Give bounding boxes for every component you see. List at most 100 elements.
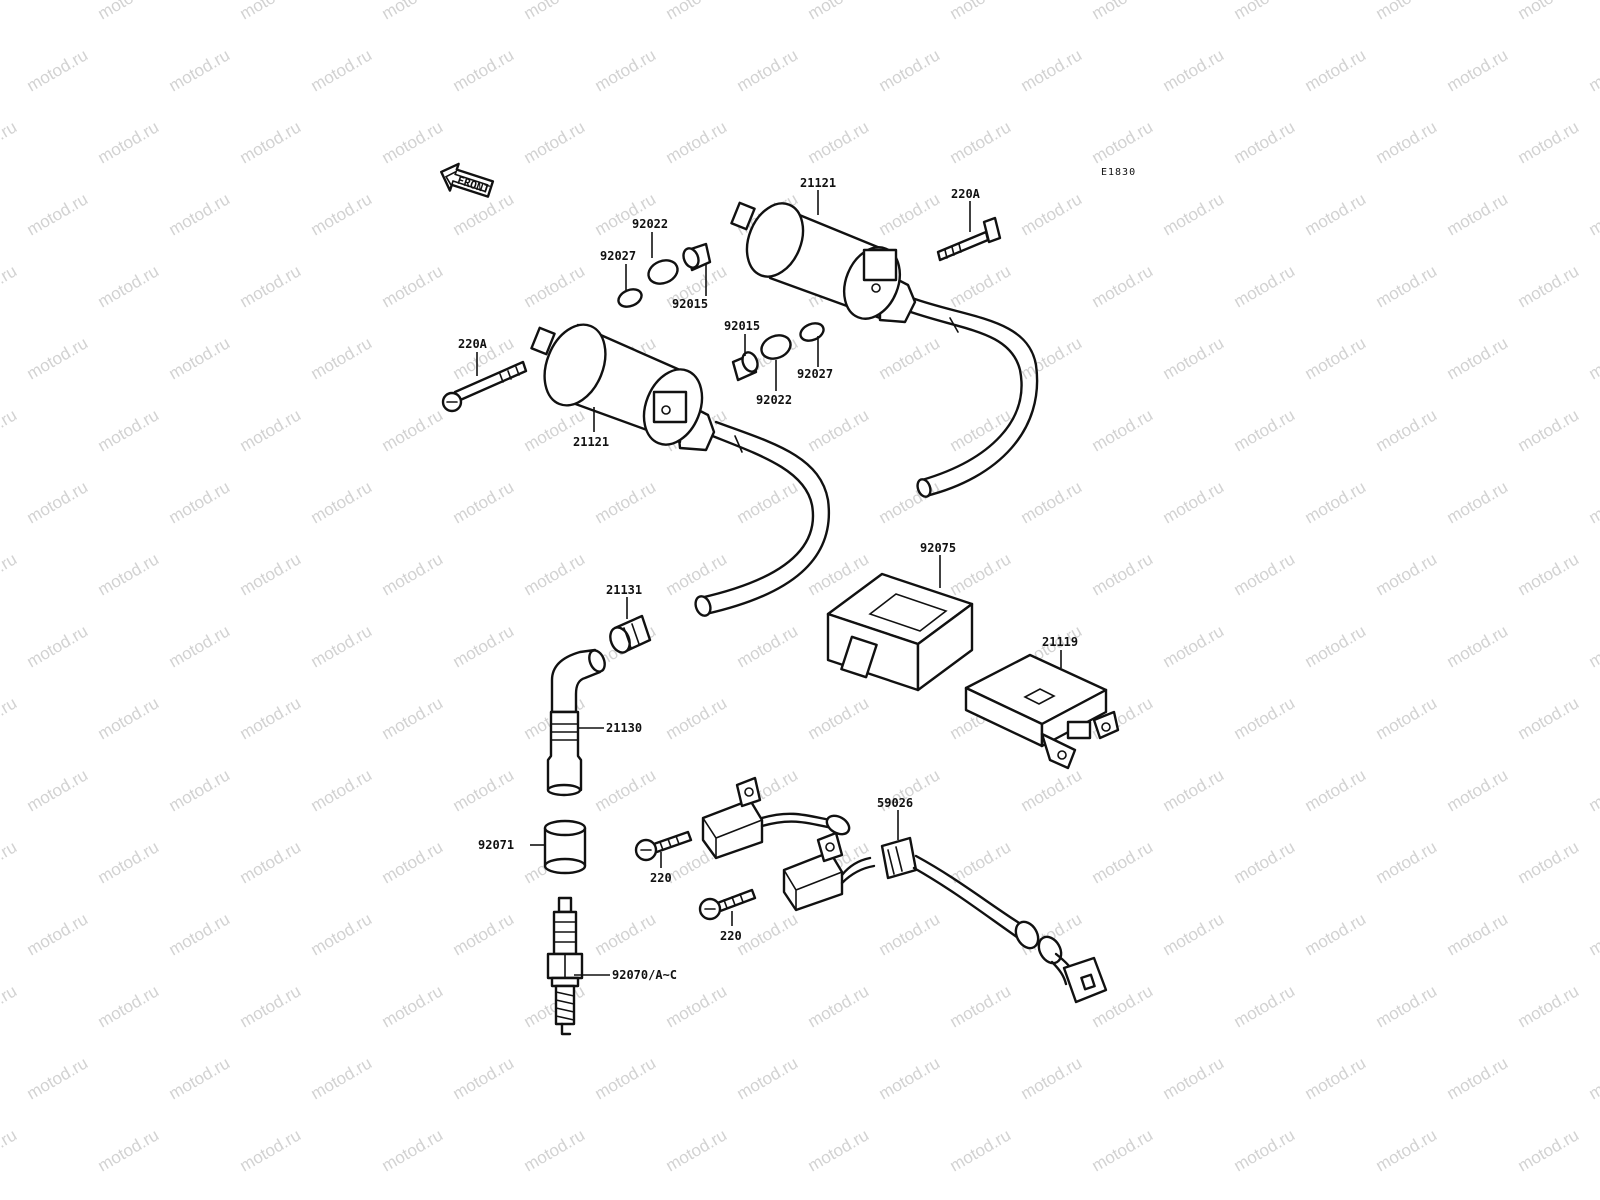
- watermark-text: motod.ru: [308, 477, 376, 527]
- watermark-text: motod.ru: [947, 981, 1015, 1031]
- watermark-text: motod.ru: [166, 333, 234, 383]
- watermark-text: motod.ru: [521, 981, 589, 1031]
- collar-92027-top: [617, 288, 643, 308]
- watermark-text: motod.ru: [379, 405, 447, 455]
- watermark-text: motod.ru: [663, 0, 731, 23]
- watermark-text: motod.ru: [237, 117, 305, 167]
- callout-92022-mid: 92022: [756, 393, 792, 407]
- callout-92015-top: 92015: [672, 297, 708, 311]
- watermark-text: motod.ru: [805, 693, 873, 743]
- watermark-text: motod.ru: [1586, 189, 1600, 239]
- plug-cap-21130: [546, 648, 606, 797]
- watermark-text: motod.ru: [663, 1125, 731, 1175]
- watermark-text: motod.ru: [1302, 333, 1370, 383]
- watermark-text: motod.ru: [734, 909, 802, 959]
- watermark-text: motod.ru: [734, 621, 802, 671]
- bolt-220a-left: [441, 360, 528, 413]
- watermark-text: motod.ru: [450, 765, 518, 815]
- watermark-text: motod.ru: [734, 45, 802, 95]
- watermark-text: motod.ru: [663, 117, 731, 167]
- watermark-text: motod.ru: [592, 477, 660, 527]
- watermark-text: motod.ru: [237, 693, 305, 743]
- watermark-text: motod.ru: [1089, 549, 1157, 599]
- callout-21121-left: 21121: [573, 435, 609, 449]
- watermark-text: motod.ru: [1444, 477, 1512, 527]
- watermark-text: motod.ru: [1160, 477, 1228, 527]
- watermark-text: motod.ru: [379, 837, 447, 887]
- callout-92070: 92070/A~C: [612, 968, 677, 982]
- watermark-text: motod.ru: [947, 0, 1015, 23]
- watermark-text: motod.ru: [1160, 189, 1228, 239]
- watermark-text: motod.ru: [95, 1125, 163, 1175]
- watermark-text: motod.ru: [450, 1053, 518, 1103]
- callout-92027-top: 92027: [600, 249, 636, 263]
- watermark-text: motod.ru: [166, 1053, 234, 1103]
- callout-220a-right: 220A: [951, 187, 981, 201]
- watermark-text: motod.ru: [0, 117, 20, 167]
- watermark-text: motod.ru: [308, 621, 376, 671]
- watermark-text: motod.ru: [1018, 189, 1086, 239]
- callout-labels: 21121 220A 92022 92027 92015 92015 92027…: [458, 176, 1078, 982]
- watermark-text: motod.ru: [1018, 765, 1086, 815]
- watermark-text: motod.ru: [1515, 1125, 1583, 1175]
- watermark-text: motod.ru: [1444, 333, 1512, 383]
- watermark-text: motod.ru: [1231, 261, 1299, 311]
- watermark-text: motod.ru: [1231, 981, 1299, 1031]
- watermark-text: motod.ru: [237, 261, 305, 311]
- watermark-text: motod.ru: [24, 189, 92, 239]
- watermark-text: motod.ru: [166, 45, 234, 95]
- watermark-text: motod.ru: [237, 549, 305, 599]
- watermark-text: motod.ru: [592, 765, 660, 815]
- callout-220-upper: 220: [650, 871, 672, 885]
- watermark-text: motod.ru: [1586, 477, 1600, 527]
- watermark-text: motod.ru: [1373, 0, 1441, 23]
- watermark-text: motod.ru: [308, 765, 376, 815]
- watermark-text: motod.ru: [734, 477, 802, 527]
- watermark-text: motod.ru: [24, 477, 92, 527]
- diagram-ref-code: E1830: [1101, 167, 1136, 178]
- ignition-coil-left: [530, 323, 831, 617]
- watermark-text: motod.ru: [0, 1125, 20, 1175]
- watermark-text: motod.ru: [1444, 189, 1512, 239]
- watermark-text: motod.ru: [24, 1053, 92, 1103]
- watermark-text: motod.ru: [947, 261, 1015, 311]
- watermark-text: motod.ru: [876, 477, 944, 527]
- watermark-text: motod.ru: [592, 45, 660, 95]
- watermark-text: motod.ru: [1444, 45, 1512, 95]
- watermark-text: motod.ru: [592, 909, 660, 959]
- watermark-text: motod.ru: [379, 1125, 447, 1175]
- spark-plug-92070: [546, 896, 584, 1036]
- callout-21119: 21119: [1042, 635, 1078, 649]
- watermark-text: motod.ru: [1160, 333, 1228, 383]
- watermark-text: motod.ru: [95, 693, 163, 743]
- watermark-text: motod.ru: [308, 45, 376, 95]
- watermark-text: motod.ru: [1586, 621, 1600, 671]
- watermark-text: motod.ru: [521, 0, 589, 23]
- front-arrow-icon: FRONT: [440, 162, 495, 198]
- watermark-text: motod.ru: [1231, 0, 1299, 23]
- watermark-text: motod.ru: [1586, 765, 1600, 815]
- igniter-21119: [964, 653, 1120, 770]
- case-92075: [826, 572, 974, 692]
- watermark-text: motod.ru: [1018, 1053, 1086, 1103]
- collar-92027-mid: [799, 322, 825, 342]
- watermark-text: motod.ru: [1231, 1125, 1299, 1175]
- watermark-text: motod.ru: [1586, 909, 1600, 959]
- callout-220-lower: 220: [720, 929, 742, 943]
- watermark-text: motod.ru: [450, 45, 518, 95]
- watermark-text: motod.ru: [1444, 909, 1512, 959]
- callout-92071: 92071: [478, 838, 514, 852]
- watermark-text: motod.ru: [1302, 621, 1370, 671]
- watermark-text: motod.ru: [805, 405, 873, 455]
- watermark-text: motod.ru: [1089, 0, 1157, 23]
- watermark-text: motod.ru: [1515, 0, 1583, 23]
- watermark-text: motod.ru: [1515, 837, 1583, 887]
- watermark-text: motod.ru: [876, 45, 944, 95]
- watermark-text: motod.ru: [734, 1053, 802, 1103]
- watermark-text: motod.ru: [0, 693, 20, 743]
- watermark-text: motod.ru: [379, 693, 447, 743]
- watermark-text: motod.ru: [1089, 837, 1157, 887]
- watermark-text: motod.ru: [1515, 981, 1583, 1031]
- watermark-text: motod.ru: [876, 1053, 944, 1103]
